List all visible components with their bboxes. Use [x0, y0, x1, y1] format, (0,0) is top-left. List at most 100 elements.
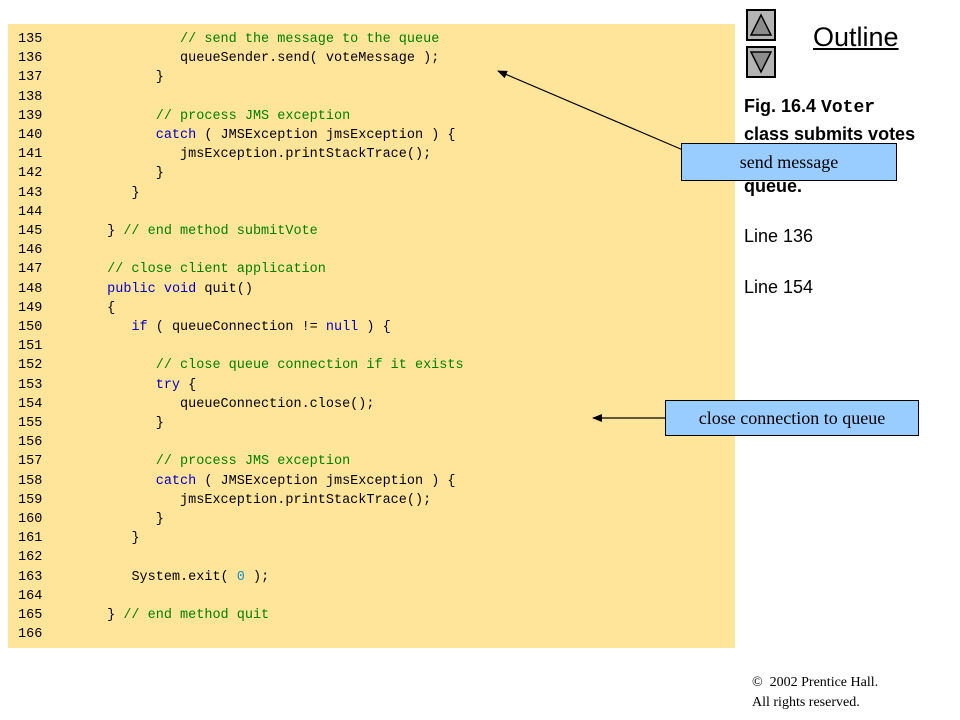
code-token-plain: } [155, 166, 164, 182]
code-line: 139 // process JMS exception [18, 107, 350, 126]
triangle-up-icon [749, 13, 773, 36]
code-line: 143 } [18, 184, 140, 203]
code-line: 164 [18, 587, 83, 606]
code-token-plain: ( queueConnection != [147, 320, 326, 335]
line-number: 166 [18, 627, 43, 643]
copyright-line-1: © 2002 Prentice Hall. [752, 673, 878, 693]
outline-link[interactable]: Outline [813, 22, 899, 52]
line-number: 144 [18, 204, 43, 220]
line-number: 140 [18, 128, 43, 143]
line-number: 164 [18, 588, 43, 604]
code-token-plain: ( JMSException jmsException ) { [196, 473, 456, 489]
line-number: 165 [18, 608, 43, 623]
code-token-plain: } [155, 70, 164, 86]
code-token-keyword: catch [155, 473, 197, 489]
code-line: 166 [18, 625, 83, 644]
code-line: 156 [18, 433, 83, 452]
copyright-line-2: All rights reserved. [752, 695, 860, 710]
code-token-plain: queueSender.send( voteMessage ); [180, 51, 440, 67]
line-number: 150 [18, 320, 43, 335]
code-token-comment: // close queue connection if it exists [155, 358, 464, 374]
line-number: 138 [18, 89, 43, 105]
code-token-comment: // end method quit [123, 608, 270, 623]
code-token-comment: // process JMS exception [155, 454, 351, 470]
code-line: 142 } [18, 164, 164, 183]
code-line: 161 } [18, 529, 140, 548]
code-token-plain: queueConnection.close(); [180, 396, 375, 412]
code-token-keyword: null [325, 320, 359, 335]
code-line: 151 [18, 337, 83, 356]
code-line: 147 // close client application [18, 260, 326, 279]
code-line: 144 [18, 203, 83, 222]
code-token-plain: { [107, 300, 116, 316]
line-reference-136: Line 136 [744, 226, 814, 246]
code-token-comment: // close client application [107, 262, 326, 278]
code-line: 165 } // end method quit [18, 606, 269, 625]
code-token-plain: } [131, 185, 140, 201]
line-number: 158 [18, 473, 43, 489]
code-line: 153 try { [18, 376, 196, 395]
code-token-keyword: public [107, 281, 156, 297]
code-token-plain: quit() [196, 281, 253, 297]
line-number: 153 [18, 377, 43, 393]
code-line: 150 if ( queueConnection != null ) { [18, 318, 391, 337]
code-line: 163 System.exit( 0 ); [18, 568, 269, 587]
code-line: 135 // send the message to the queue [18, 30, 439, 49]
line-number: 148 [18, 281, 43, 297]
code-line: 136 queueSender.send( voteMessage ); [18, 49, 439, 68]
line-number: 139 [18, 108, 43, 124]
code-line: 140 catch ( JMSException jmsException ) … [18, 126, 456, 145]
code-line: 158 catch ( JMSException jmsException ) … [18, 472, 456, 491]
line-reference-154: Line 154 [744, 277, 814, 297]
line-number: 160 [18, 512, 43, 527]
line-number: 162 [18, 550, 43, 566]
line-number: 154 [18, 396, 43, 412]
code-line: 148 public void quit() [18, 280, 253, 299]
code-token-number: 0 [236, 569, 245, 585]
line-number: 151 [18, 339, 43, 355]
line-number: 146 [18, 243, 43, 259]
code-line: 154 queueConnection.close(); [18, 395, 374, 414]
line-number: 135 [18, 32, 43, 47]
code-token-plain: ) { [358, 320, 391, 335]
code-line: 138 [18, 88, 83, 107]
send-message-arrow [497, 70, 684, 151]
code-line: 162 [18, 548, 83, 567]
code-line: 141 jmsException.printStackTrace(); [18, 145, 431, 164]
line-number: 141 [18, 147, 43, 163]
code-token-plain: } [107, 224, 124, 239]
code-token-comment: // send the message to the queue [180, 32, 440, 47]
caption-line-1: Fig. 16.4 Voter [744, 93, 954, 121]
line-number: 161 [18, 531, 43, 547]
next-slide-button[interactable] [746, 46, 776, 78]
code-token-keyword: catch [155, 128, 197, 143]
code-token-plain: jmsException.printStackTrace(); [180, 492, 432, 508]
code-token-comment: // end method submitVote [123, 224, 318, 239]
line-number: 152 [18, 358, 43, 374]
code-token-plain: } [155, 512, 164, 527]
caption-line-4: queue. [744, 176, 803, 196]
line-number: 149 [18, 300, 43, 316]
line-number: 145 [18, 224, 43, 239]
class-name: Voter [821, 98, 876, 118]
code-token-plain: System.exit( [131, 569, 237, 585]
code-line: 155 } [18, 414, 164, 433]
previous-slide-button[interactable] [746, 9, 776, 41]
line-number: 147 [18, 262, 43, 278]
send-message-callout: send message [681, 143, 897, 181]
code-line: 160 } [18, 510, 164, 529]
copyright-symbol: © [752, 675, 763, 690]
caption-line-2: class submits votes [744, 124, 916, 144]
line-number: 157 [18, 454, 43, 470]
line-number: 159 [18, 492, 43, 508]
code-token-plain: jmsException.printStackTrace(); [180, 147, 432, 163]
code-token-plain: { [180, 377, 197, 393]
line-number: 142 [18, 166, 43, 182]
code-token-plain: } [155, 416, 164, 431]
code-token-plain: ( JMSException jmsException ) { [196, 128, 456, 143]
code-token-plain: } [131, 531, 140, 547]
figure-label: Fig. 16.4 [744, 96, 817, 116]
code-line: 149 { [18, 299, 115, 318]
